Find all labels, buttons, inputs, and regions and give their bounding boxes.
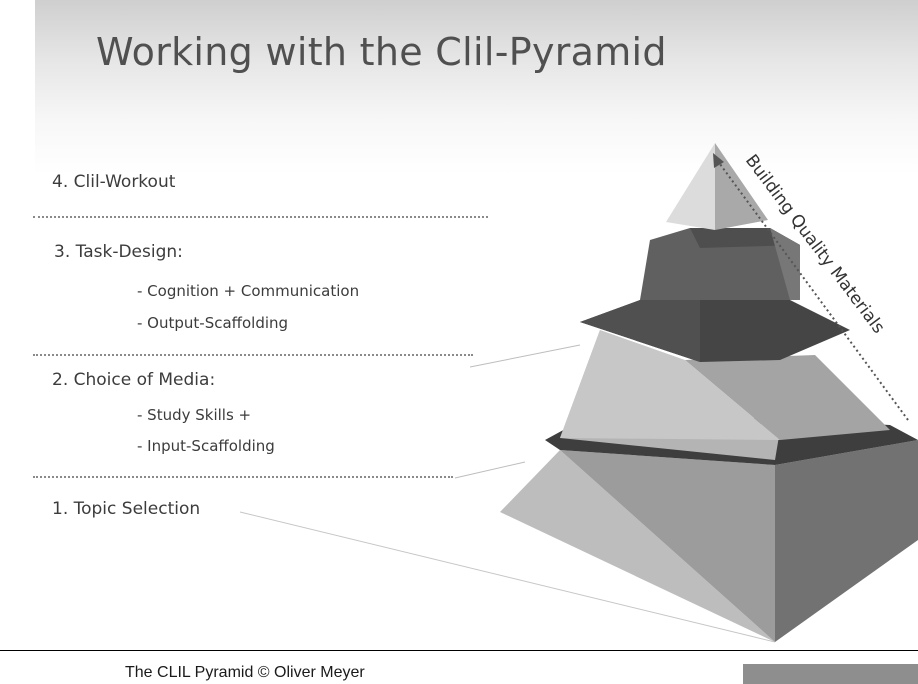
footer-gray-box: [743, 664, 918, 684]
slide-title: Working with the Clil-Pyramid: [96, 30, 667, 74]
level-4-label: 4. Clil-Workout: [52, 172, 176, 192]
level-3-label: 3. Task-Design:: [54, 242, 183, 262]
quality-arrow-line: [716, 159, 909, 421]
footer-divider: [0, 650, 918, 651]
level-3-item-2: - Output-Scaffolding: [137, 314, 289, 332]
tier-3-right-face: [770, 228, 800, 300]
separator-4-3: [33, 216, 488, 218]
quality-arrow-head: [713, 153, 724, 168]
level-2-item-1: - Study Skills +: [137, 406, 252, 424]
connector-line-level-1b: [239, 511, 776, 643]
tier-3-lower-shadow: [580, 300, 700, 362]
connector-line-level-2: [469, 344, 581, 368]
level-1-label: 1. Topic Selection: [52, 499, 201, 519]
connector-line-level-1a: [454, 461, 526, 479]
tier-1-right-face: [775, 440, 918, 642]
tier-2-right-face: [685, 355, 890, 440]
level-3-item-1: - Cognition + Communication: [137, 282, 360, 300]
tier-1-center-face: [560, 450, 775, 642]
separator-3-2: [33, 354, 473, 356]
tip-left-face: [666, 143, 715, 230]
separator-2-1: [33, 476, 453, 478]
level-2-item-2: - Input-Scaffolding: [137, 437, 275, 455]
tier-2-front-face: [560, 330, 780, 440]
tier-1-left-face: [500, 450, 775, 642]
footer-caption: The CLIL Pyramid © Oliver Meyer: [125, 664, 365, 681]
level-2-label: 2. Choice of Media:: [52, 370, 216, 390]
tip-right-face: [715, 143, 768, 230]
